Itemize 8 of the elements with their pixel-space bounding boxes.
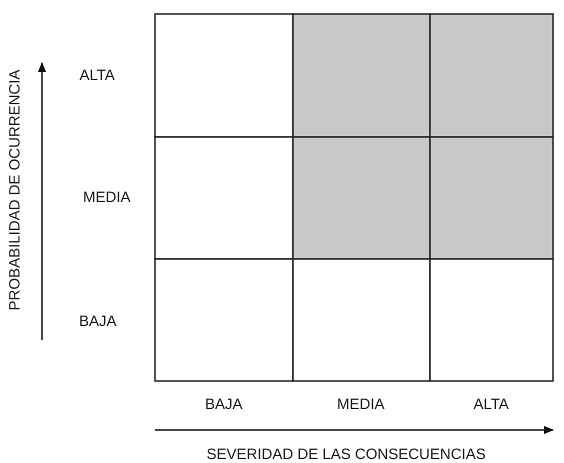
row-label: MEDIA	[83, 189, 131, 207]
axis-title: SEVERIDAD DE LAS CONSECUENCIAS	[206, 446, 486, 463]
column-label: BAJA	[205, 396, 243, 414]
column-label: ALTA	[474, 396, 509, 414]
axis-title: PROBABILIDAD DE OCURRENCIA	[6, 70, 24, 310]
row-label: ALTA	[80, 67, 115, 85]
column-label: MEDIA	[337, 396, 385, 414]
row-label: BAJA	[79, 313, 117, 331]
